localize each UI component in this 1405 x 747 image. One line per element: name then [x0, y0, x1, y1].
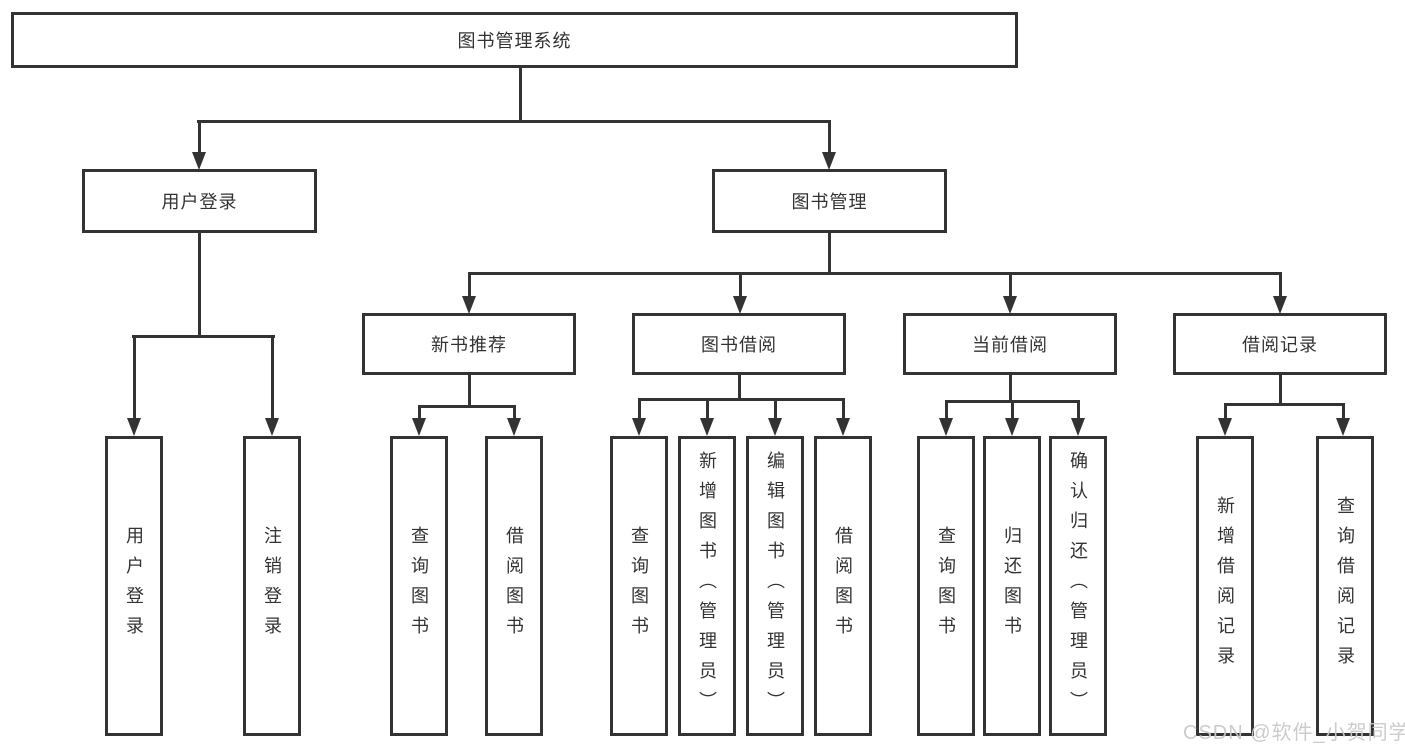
line: [468, 272, 1282, 275]
leaf-borrow-books: 借阅图书: [814, 436, 872, 736]
leaf-query-books-borrowing: 查询图书: [610, 436, 668, 736]
leaf-return-books-label: 归还图书: [1002, 526, 1022, 646]
leaf-add-books-admin: 新增图书（管理员）: [678, 436, 736, 736]
arrowhead: [1218, 418, 1232, 436]
line: [842, 398, 845, 420]
leaf-borrow-books-recommend-label: 借阅图书: [504, 526, 524, 646]
line: [1342, 403, 1345, 420]
arrowhead: [1005, 418, 1019, 436]
leaf-return-books: 归还图书: [983, 436, 1041, 736]
line: [468, 375, 471, 407]
line: [271, 335, 274, 419]
line: [198, 120, 201, 154]
arrowhead: [836, 418, 850, 436]
leaf-edit-books-admin: 编辑图书（管理员）: [746, 436, 804, 736]
node-root-label: 图书管理系统: [457, 31, 572, 51]
line: [418, 405, 421, 420]
leaf-add-borrow-record-label: 新增借阅记录: [1215, 496, 1235, 676]
arrowhead: [822, 152, 836, 170]
node-current-borrowing-label: 当前借阅: [972, 335, 1048, 355]
line: [738, 375, 741, 400]
line: [706, 398, 709, 420]
line: [638, 398, 845, 401]
arrowhead: [1336, 418, 1350, 436]
leaf-query-books-borrowing-label: 查询图书: [629, 526, 649, 646]
line: [638, 398, 641, 420]
node-borrowing-records: 借阅记录: [1173, 313, 1387, 375]
line: [133, 335, 136, 419]
line: [1077, 400, 1080, 420]
arrowhead: [700, 418, 714, 436]
node-book-management-label: 图书管理: [791, 192, 868, 212]
line: [513, 405, 516, 420]
leaf-query-borrow-record: 查询借阅记录: [1316, 436, 1374, 736]
csdn-watermark: CSDN @软件_小贺同学: [1183, 722, 1405, 744]
leaf-borrow-books-recommend: 借阅图书: [485, 436, 543, 736]
line: [739, 272, 742, 298]
line: [1279, 272, 1282, 298]
leaf-query-books-recommend: 查询图书: [390, 436, 448, 736]
arrowhead: [462, 296, 476, 314]
leaf-logout-label: 注销登录: [262, 526, 282, 646]
line: [198, 233, 201, 337]
line: [828, 233, 831, 274]
leaf-user-login-label: 用户登录: [124, 526, 144, 646]
leaf-edit-books-admin-label: 编辑图书（管理员）: [765, 451, 785, 721]
leaf-logout: 注销登录: [243, 436, 301, 736]
arrowhead: [192, 152, 206, 170]
leaf-borrow-books-label: 借阅图书: [833, 526, 853, 646]
node-borrowing-records-label: 借阅记录: [1242, 335, 1318, 355]
arrowhead: [265, 418, 279, 436]
leaf-add-books-admin-label: 新增图书（管理员）: [697, 451, 717, 721]
line: [132, 335, 275, 338]
arrowhead: [939, 418, 953, 436]
line: [1224, 403, 1345, 406]
line: [945, 400, 948, 420]
arrowhead: [1273, 296, 1287, 314]
arrowhead: [1071, 418, 1085, 436]
node-book-borrowing-label: 图书借阅: [701, 335, 777, 355]
arrowhead: [733, 296, 747, 314]
leaf-confirm-return-admin-label: 确认归还（管理员）: [1068, 451, 1088, 721]
line: [197, 120, 831, 123]
leaf-confirm-return-admin: 确认归还（管理员）: [1049, 436, 1107, 736]
node-new-book-recommendation: 新书推荐: [362, 313, 576, 375]
line: [774, 398, 777, 420]
line: [1224, 403, 1227, 420]
node-book-management: 图书管理: [712, 169, 947, 233]
leaf-query-borrow-record-label: 查询借阅记录: [1335, 496, 1355, 676]
leaf-query-books-current-label: 查询图书: [936, 526, 956, 646]
line: [1011, 400, 1014, 420]
node-root: 图书管理系统: [11, 12, 1018, 68]
arrowhead: [507, 418, 521, 436]
node-user-login: 用户登录: [82, 169, 317, 233]
arrowhead: [1003, 296, 1017, 314]
line: [468, 272, 471, 298]
leaf-user-login: 用户登录: [105, 436, 163, 736]
line: [1009, 375, 1012, 402]
node-user-login-label: 用户登录: [161, 192, 238, 212]
arrowhead: [632, 418, 646, 436]
leaf-query-books-recommend-label: 查询图书: [409, 526, 429, 646]
node-current-borrowing: 当前借阅: [903, 313, 1117, 375]
line: [418, 405, 516, 408]
line: [1279, 375, 1282, 405]
node-new-book-recommendation-label: 新书推荐: [431, 335, 507, 355]
line: [519, 68, 522, 122]
line: [828, 120, 831, 154]
leaf-query-books-current: 查询图书: [917, 436, 975, 736]
line: [1009, 272, 1012, 298]
leaf-add-borrow-record: 新增借阅记录: [1196, 436, 1254, 736]
arrowhead: [127, 418, 141, 436]
arrowhead: [768, 418, 782, 436]
arrowhead: [412, 418, 426, 436]
node-book-borrowing: 图书借阅: [632, 313, 846, 375]
